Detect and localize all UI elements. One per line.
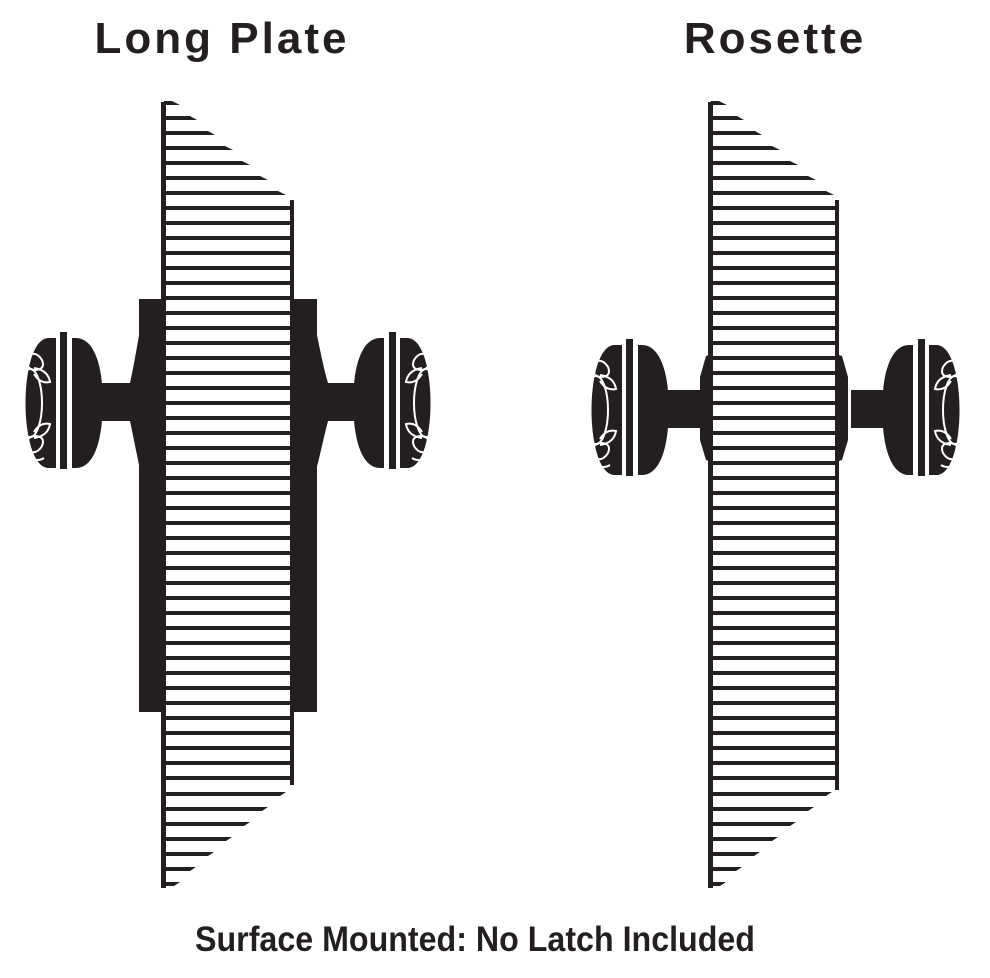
long-plate-title: Long Plate <box>94 14 350 63</box>
caption: Surface Mounted: No Latch Included <box>195 920 755 959</box>
long-plate-right-knob <box>321 331 439 470</box>
rosette-left-knob <box>583 338 701 477</box>
rosette-title: Rosette <box>683 14 867 63</box>
rosette-assembly <box>583 101 968 888</box>
door-edge-line <box>708 102 713 888</box>
long-plate-right <box>290 299 317 712</box>
door-edge-line <box>161 102 166 888</box>
long-plate-assembly <box>17 101 439 888</box>
long-plate-left <box>139 299 165 712</box>
door-hatch-lines <box>164 101 286 195</box>
rosette-right-knob <box>850 338 968 477</box>
long-plate-left-knob <box>17 331 135 470</box>
